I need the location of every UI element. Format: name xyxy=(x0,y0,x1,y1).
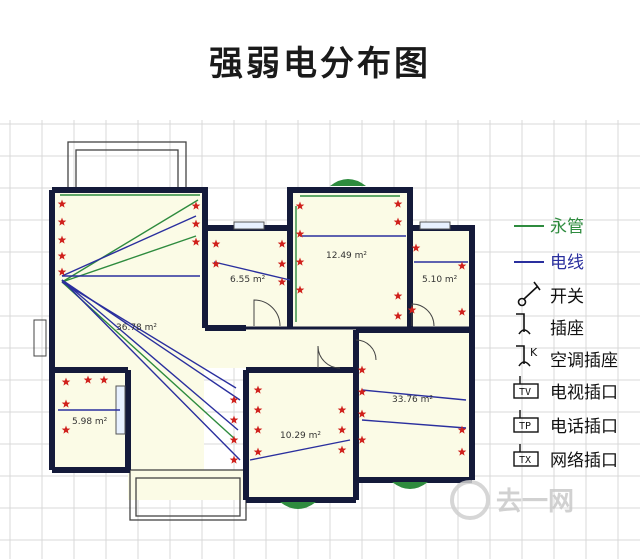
socket-point xyxy=(457,425,467,434)
ac-mark: K xyxy=(530,346,538,359)
area-bed-d: 33.76 m² xyxy=(392,395,433,405)
socket-point xyxy=(407,305,417,314)
phone-socket-icon xyxy=(513,410,539,433)
socket-point xyxy=(253,405,263,414)
socket-point xyxy=(211,259,221,268)
legend-wire: 电线 xyxy=(550,253,584,273)
socket-point xyxy=(57,235,67,244)
area-living: 36.78 m² xyxy=(116,323,157,333)
socket-point xyxy=(357,387,367,396)
socket-point xyxy=(393,291,403,300)
socket-point xyxy=(253,385,263,394)
watermark: 去一网 xyxy=(450,480,574,520)
legend-tv-socket: 电视插口 xyxy=(550,383,618,403)
doors xyxy=(33,299,435,369)
ac-socket-icon xyxy=(516,345,531,367)
socket-point xyxy=(211,239,221,248)
network-socket-icon xyxy=(513,444,539,467)
socket-point xyxy=(393,311,403,320)
electric-wires xyxy=(58,215,468,461)
socket-point xyxy=(457,447,467,456)
socket-point xyxy=(253,447,263,456)
socket-point xyxy=(61,425,71,434)
socket-point xyxy=(57,217,67,226)
socket-point xyxy=(99,375,109,384)
socket-point xyxy=(191,219,201,228)
legend-network-socket: 网络插口 xyxy=(550,451,618,471)
area-bed-b: 12.49 m² xyxy=(326,251,367,261)
socket-point xyxy=(229,435,239,444)
area-kitchen: 5.98 m² xyxy=(72,417,108,427)
socket-point xyxy=(393,199,403,208)
socket-point xyxy=(457,307,467,316)
socket-point xyxy=(61,377,71,386)
socket-point xyxy=(277,259,287,268)
socket-point xyxy=(357,435,367,444)
socket-point xyxy=(295,229,305,238)
socket-point xyxy=(295,257,305,266)
tp-tag: TP xyxy=(519,421,531,432)
socket-point xyxy=(57,267,67,276)
socket-point xyxy=(357,409,367,418)
tv-socket-icon xyxy=(513,376,539,399)
socket-point xyxy=(61,399,71,408)
area-bath: 5.10 m² xyxy=(422,275,458,285)
legend-ac-socket: 空调插座 xyxy=(550,351,618,371)
socket-point xyxy=(57,199,67,208)
tv-tag: TV xyxy=(519,387,531,398)
socket-point xyxy=(393,217,403,226)
room-labels: 36.78 m² 6.55 m² 12.49 m² 5.10 m² 5.98 m… xyxy=(72,251,458,441)
socket-point xyxy=(457,261,467,270)
water-pipes xyxy=(60,194,400,441)
socket-point xyxy=(191,237,201,246)
socket-point xyxy=(337,445,347,454)
window-caps xyxy=(280,179,428,509)
electrical-points xyxy=(57,199,467,464)
legend-switch: 开关 xyxy=(550,287,584,307)
socket-point xyxy=(229,455,239,464)
socket-point xyxy=(229,395,239,404)
socket-point xyxy=(295,201,305,210)
socket-point xyxy=(57,251,67,260)
socket-icon xyxy=(516,313,531,335)
socket-point xyxy=(337,405,347,414)
area-bed-c: 10.29 m² xyxy=(280,431,321,441)
socket-point xyxy=(337,425,347,434)
legend-phone-socket: 电话插口 xyxy=(550,417,618,437)
watermark-logo-icon xyxy=(450,480,490,520)
legend-socket: 插座 xyxy=(550,319,584,339)
socket-point xyxy=(411,243,421,252)
legend: 永管 电线 开关 插座 K 空调插座 TV 电视插口 TP xyxy=(513,217,618,471)
watermark-text: 去一网 xyxy=(496,487,574,517)
socket-point xyxy=(295,285,305,294)
area-bed-a: 6.55 m² xyxy=(230,275,266,285)
socket-point xyxy=(191,201,201,210)
switch-icon xyxy=(517,281,541,307)
socket-point xyxy=(229,415,239,424)
socket-point xyxy=(277,277,287,286)
page-title: 强弱电分布图 xyxy=(209,44,431,84)
socket-point xyxy=(277,239,287,248)
walls xyxy=(49,187,475,503)
socket-point xyxy=(357,365,367,374)
legend-water-pipe: 永管 xyxy=(550,217,584,237)
socket-point xyxy=(253,425,263,434)
socket-point xyxy=(83,375,93,384)
tx-tag: TX xyxy=(519,455,531,466)
